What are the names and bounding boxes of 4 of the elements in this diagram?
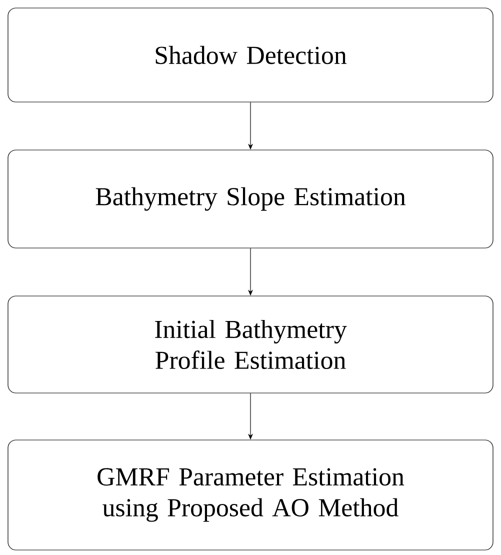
process-box: GMRF Parameter Estimation using Proposed AO Method	[8, 440, 494, 550]
process-box: Initial Bathymetry Profile Estimation	[8, 296, 494, 394]
process-box: Bathymetry Slope Estimation	[8, 150, 494, 248]
process-box: Shadow Detection	[8, 8, 494, 102]
